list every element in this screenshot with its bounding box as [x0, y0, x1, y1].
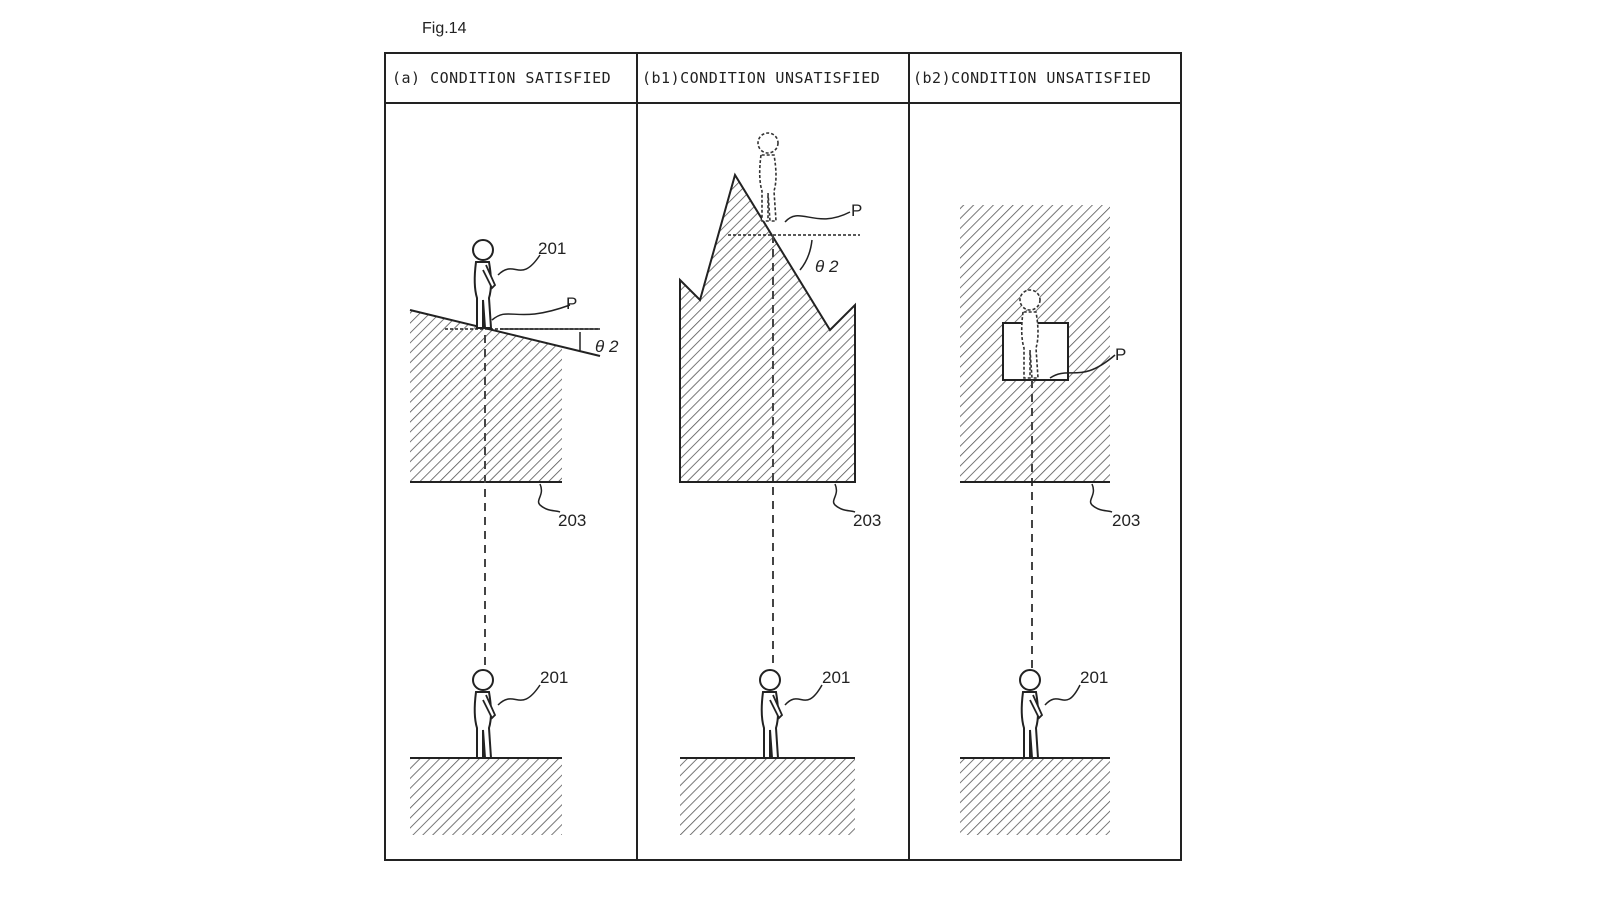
label-203: 203 — [853, 511, 881, 530]
label-201: 201 — [538, 239, 566, 258]
label-theta2: θ 2 — [815, 257, 839, 276]
avatar-201-bottom — [472, 669, 496, 759]
label-p: P — [566, 294, 577, 313]
label-203: 203 — [558, 511, 586, 530]
panel-b2: P 203 201 — [960, 205, 1140, 835]
label-201: 201 — [822, 668, 850, 687]
panel-b2-header: (b2)CONDITION UNSATISFIED — [913, 69, 1151, 87]
avatar-201-bottom — [1019, 669, 1043, 759]
avatar-201-top — [472, 239, 496, 329]
figure-frame — [384, 52, 1182, 861]
label-201: 201 — [1080, 668, 1108, 687]
label-203: 203 — [1112, 511, 1140, 530]
label-p: P — [851, 201, 862, 220]
label-p: P — [1115, 345, 1126, 364]
label-201: 201 — [540, 668, 568, 687]
panel-a-header: (a) CONDITION SATISFIED — [392, 69, 611, 87]
panel-b1-header: (b1)CONDITION UNSATISFIED — [642, 69, 880, 87]
virtual-avatar — [757, 132, 779, 222]
panel-a: 201 P θ 2 203 201 — [409, 239, 619, 835]
figure-label: Fig.14 — [422, 20, 467, 37]
avatar-201-bottom — [759, 669, 783, 759]
label-theta2: θ 2 — [595, 337, 619, 356]
panel-b1: P θ 2 203 201 — [679, 132, 881, 835]
